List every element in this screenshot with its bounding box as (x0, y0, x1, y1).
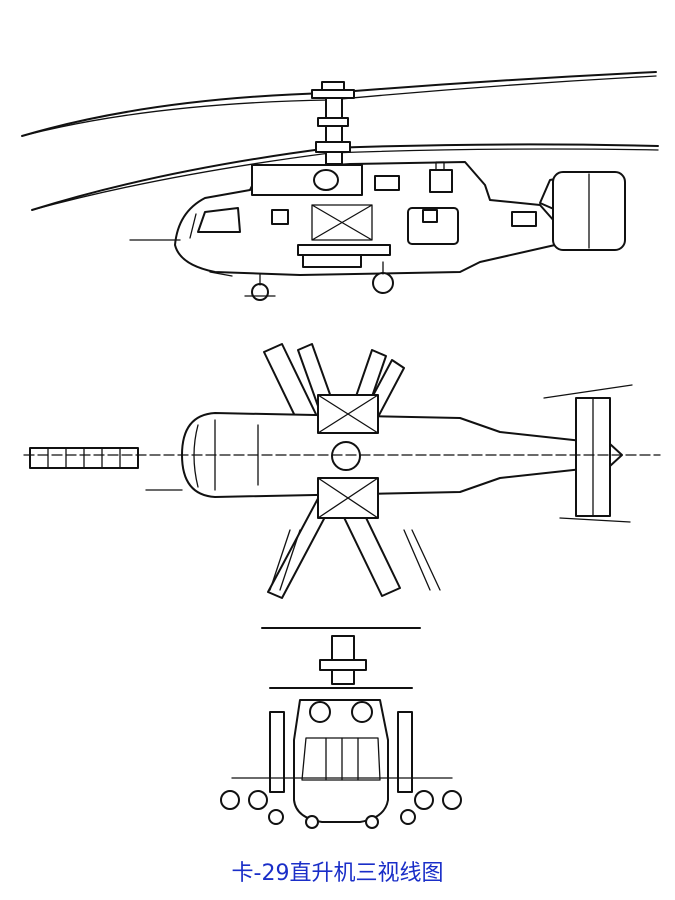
top-view (23, 343, 661, 599)
rotor-head (311, 81, 355, 165)
main-wheel (372, 272, 394, 294)
side-view (21, 71, 659, 301)
front-cabin (293, 699, 389, 823)
diagram-caption: 卡-29直升机三视线图 (231, 861, 444, 886)
front-view (220, 627, 462, 829)
